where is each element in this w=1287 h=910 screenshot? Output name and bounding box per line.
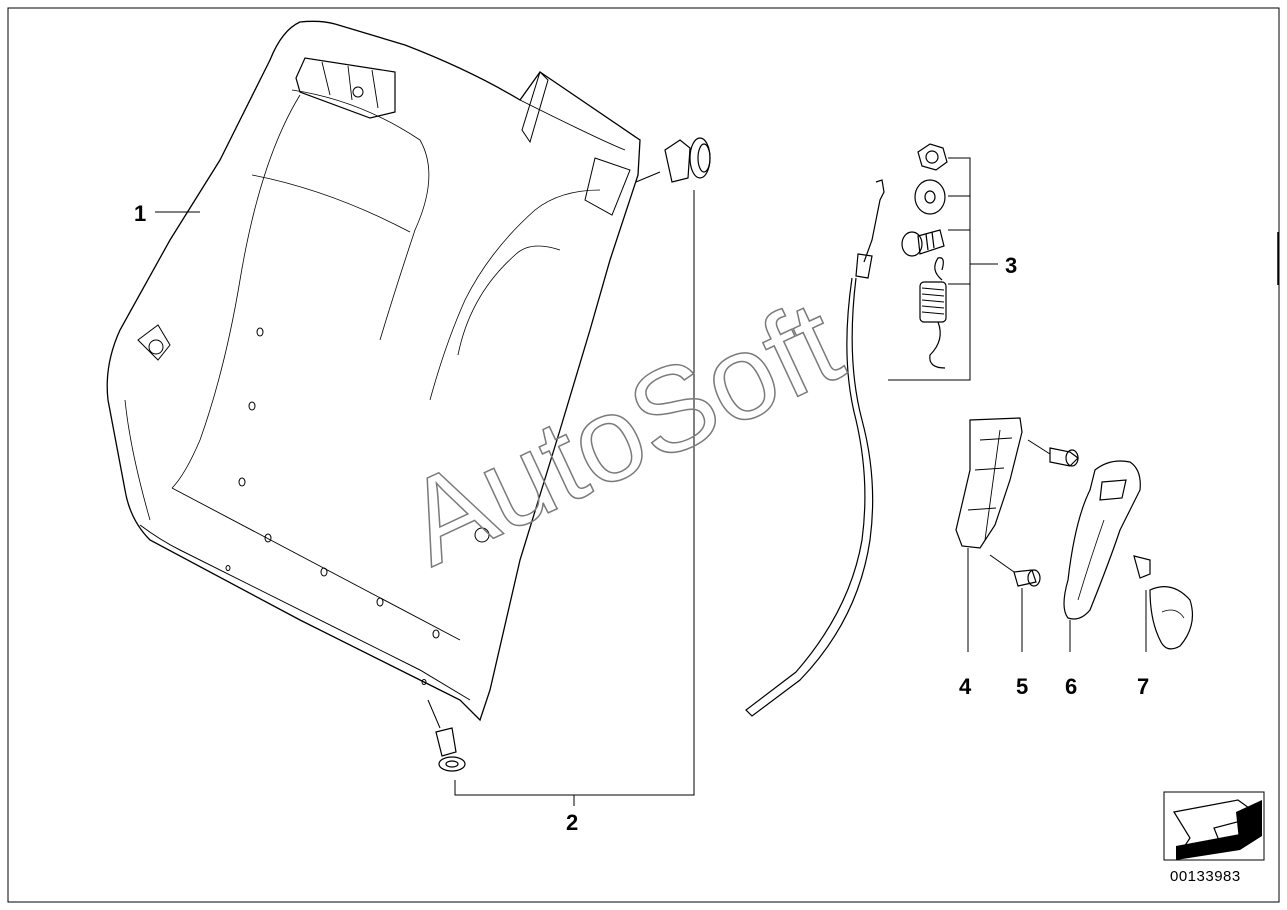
expanding-rivet[interactable] (427, 699, 466, 772)
diagram-number: 00133983 (1170, 868, 1241, 885)
callout-part-3[interactable]: 3 (1005, 253, 1018, 278)
bracket-line-3 (888, 157, 998, 381)
leader-lines (155, 190, 695, 806)
torx-screw[interactable] (989, 439, 1079, 652)
panel-mounting-holes (225, 327, 440, 685)
release-handle[interactable] (1063, 460, 1141, 652)
callout-part-5[interactable]: 5 (1016, 674, 1029, 699)
callout-part-2[interactable]: 2 (566, 810, 579, 835)
push-clip[interactable] (635, 137, 711, 183)
tension-spring[interactable] (919, 257, 947, 369)
callout-part-1[interactable]: 1 (134, 201, 147, 226)
callout-part-4[interactable]: 4 (959, 674, 972, 699)
lever-bracket[interactable] (955, 417, 1023, 652)
callout-part-7[interactable]: 7 (1137, 674, 1150, 699)
washer[interactable] (914, 179, 946, 215)
release-cable[interactable] (745, 179, 885, 717)
arrow-down-left-icon[interactable] (1163, 791, 1265, 861)
pivot-bolt[interactable] (901, 229, 945, 257)
watermark-text: AutoSoft (386, 275, 860, 591)
diagram-border (7, 7, 1280, 903)
watermark: AutoSoft (385, 274, 860, 591)
cover-cap[interactable] (1133, 555, 1193, 652)
callout-part-6[interactable]: 6 (1065, 674, 1078, 699)
backrest-panel[interactable] (106, 20, 641, 722)
nut[interactable] (917, 143, 948, 171)
